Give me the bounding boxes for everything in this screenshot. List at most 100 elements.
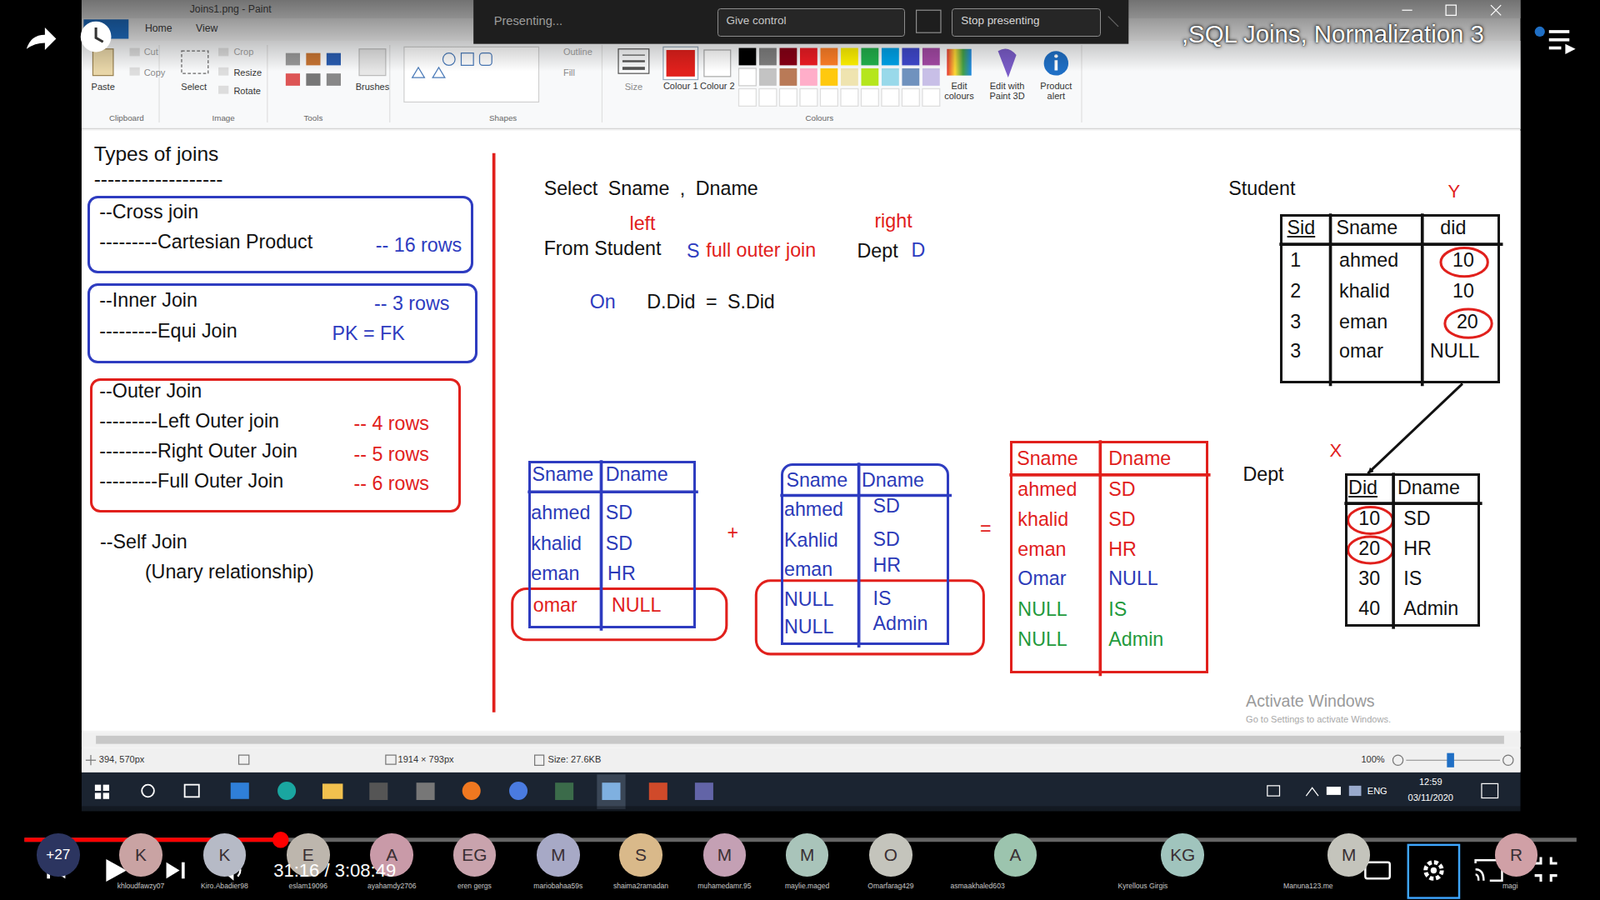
- ribbon-label: Size: [625, 81, 643, 93]
- table-alias: D: [910, 239, 925, 262]
- table-cell: HR: [607, 562, 636, 585]
- join-type-box: --Inner Join-- 3 rows---------Equi JoinP…: [87, 283, 478, 364]
- participant-avatar: K: [119, 833, 162, 876]
- video-overlay: [916, 10, 941, 33]
- sql-text: From Student: [544, 237, 662, 260]
- table-cell: 10: [1452, 249, 1475, 272]
- paint-window: [1503, 755, 1514, 765]
- video-overlay: [1408, 845, 1460, 899]
- windows-taskbar: [230, 782, 250, 800]
- join-type-label: --Self Join: [100, 530, 188, 554]
- box-text: Stop presenting: [960, 14, 1040, 27]
- table-cell: SD: [872, 528, 900, 551]
- table-cell: 20: [1456, 310, 1479, 334]
- table-cell: NULL: [1108, 567, 1158, 590]
- windows-taskbar: [277, 781, 296, 800]
- windows-taskbar: [1481, 783, 1499, 798]
- box-text: ---------Equi Join: [99, 320, 237, 343]
- dropdown-button: Give control: [717, 8, 905, 37]
- join-type-note: (Unary relationship): [145, 560, 315, 584]
- table-cell: Dname: [1108, 447, 1171, 470]
- operator-sign: =: [980, 517, 992, 540]
- video-overlay: [1425, 862, 1443, 880]
- windows-taskbar: [1267, 785, 1280, 796]
- sql-text: Select Sname , Dname: [544, 177, 759, 200]
- table-cell: NULL: [784, 615, 834, 639]
- paint-window: [385, 755, 396, 765]
- ribbon-label: Fill: [563, 67, 575, 79]
- table-cell: Sname: [1016, 447, 1079, 470]
- video-overlay: [1535, 26, 1545, 37]
- user-name: shaima2ramadan: [613, 882, 669, 891]
- video-overlay: [0, 805, 1600, 900]
- video-overlay: [1565, 44, 1575, 55]
- avatar-initials: +27: [36, 846, 80, 864]
- video-title: ,SQL Joins, Normalization 3: [1181, 20, 1485, 49]
- table-cell: Did: [1348, 476, 1378, 500]
- table-cell: ahmed: [784, 498, 844, 521]
- table-cell: 3: [1290, 340, 1301, 363]
- box-text: -- 5 rows: [354, 443, 430, 466]
- windows-taskbar: [103, 785, 110, 791]
- ribbon-tab: Home: [145, 22, 173, 35]
- avatar-initials: O: [869, 845, 912, 865]
- watermark: Activate Windows: [1245, 691, 1375, 711]
- user-name: Omarfarag429: [867, 882, 914, 891]
- ribbon-group-label: Tools: [303, 113, 323, 123]
- table-cell: Sname: [785, 469, 848, 492]
- table-cell: ahmed: [530, 501, 590, 525]
- ribbon-label: Product alert: [1032, 80, 1080, 101]
- user-name: maylie.maged: [785, 882, 830, 891]
- windows-taskbar: [601, 782, 620, 800]
- paint-ribbon-icons: [800, 89, 818, 107]
- column-divider: [1391, 472, 1395, 629]
- table-cell: Kahlid: [784, 529, 839, 552]
- ribbon-label: Rotate: [233, 85, 260, 97]
- table-cell: eman: [784, 558, 833, 581]
- table-cell: Admin: [872, 612, 928, 635]
- header-rule: [1010, 473, 1211, 477]
- user-name: magi: [1502, 882, 1519, 891]
- table-cell: 20: [1358, 537, 1380, 560]
- sql-text: On: [590, 290, 616, 314]
- paint-window: [1392, 755, 1403, 765]
- ribbon-label: Crop: [233, 46, 254, 58]
- box-text: ---------Left Outer join: [99, 410, 280, 433]
- participant-avatar: M: [1327, 833, 1370, 876]
- windows-taskbar: [555, 782, 574, 800]
- paint-ribbon-icons: [881, 89, 900, 107]
- paint-window: [1446, 753, 1455, 768]
- ribbon-label: Colour 1: [663, 80, 699, 91]
- box-text: ---------Cartesian Product: [99, 230, 313, 254]
- avatar-initials: K: [119, 845, 162, 865]
- table-cell: NULL: [1017, 628, 1067, 651]
- box-text: -- 6 rows: [354, 472, 430, 495]
- right-join-result-table: SnameDnameahmedSDKahlidSDemanHRNULLISNUL…: [780, 463, 950, 645]
- paint-ribbon-icons: [218, 85, 229, 95]
- heading-rule-dashes: -------------------: [94, 167, 224, 191]
- windows-taskbar: [81, 772, 1521, 812]
- status-text: 100%: [1360, 754, 1385, 765]
- presenting-status: Presenting...: [494, 14, 563, 29]
- table-cell: SD: [872, 495, 900, 518]
- join-type-box: --Cross join---------Cartesian Product--…: [87, 195, 474, 274]
- status-text: 394, 570px: [99, 754, 145, 765]
- paint-ribbon-icons: [820, 89, 838, 107]
- ribbon-label: Paste: [91, 81, 115, 93]
- video-overlay: [1549, 38, 1570, 42]
- user-name: mariobahaa59s: [533, 882, 583, 891]
- header-rule: [528, 490, 699, 495]
- table-cell: 3: [1290, 310, 1301, 334]
- canvas-drawing: [1348, 507, 1394, 535]
- video-overlay: [0, 0, 1600, 72]
- table-cell: Admin: [1403, 597, 1459, 620]
- windows-taskbar: [695, 782, 714, 800]
- video-overlay: [272, 831, 290, 849]
- paint-window: [81, 732, 1521, 747]
- user-name: Kiro.Abadier98: [200, 882, 249, 891]
- stop-button: Stop presenting: [951, 8, 1101, 37]
- table-cell: IS: [1108, 598, 1127, 621]
- windows-taskbar: [462, 781, 481, 800]
- ribbon-label: Cut: [144, 46, 159, 58]
